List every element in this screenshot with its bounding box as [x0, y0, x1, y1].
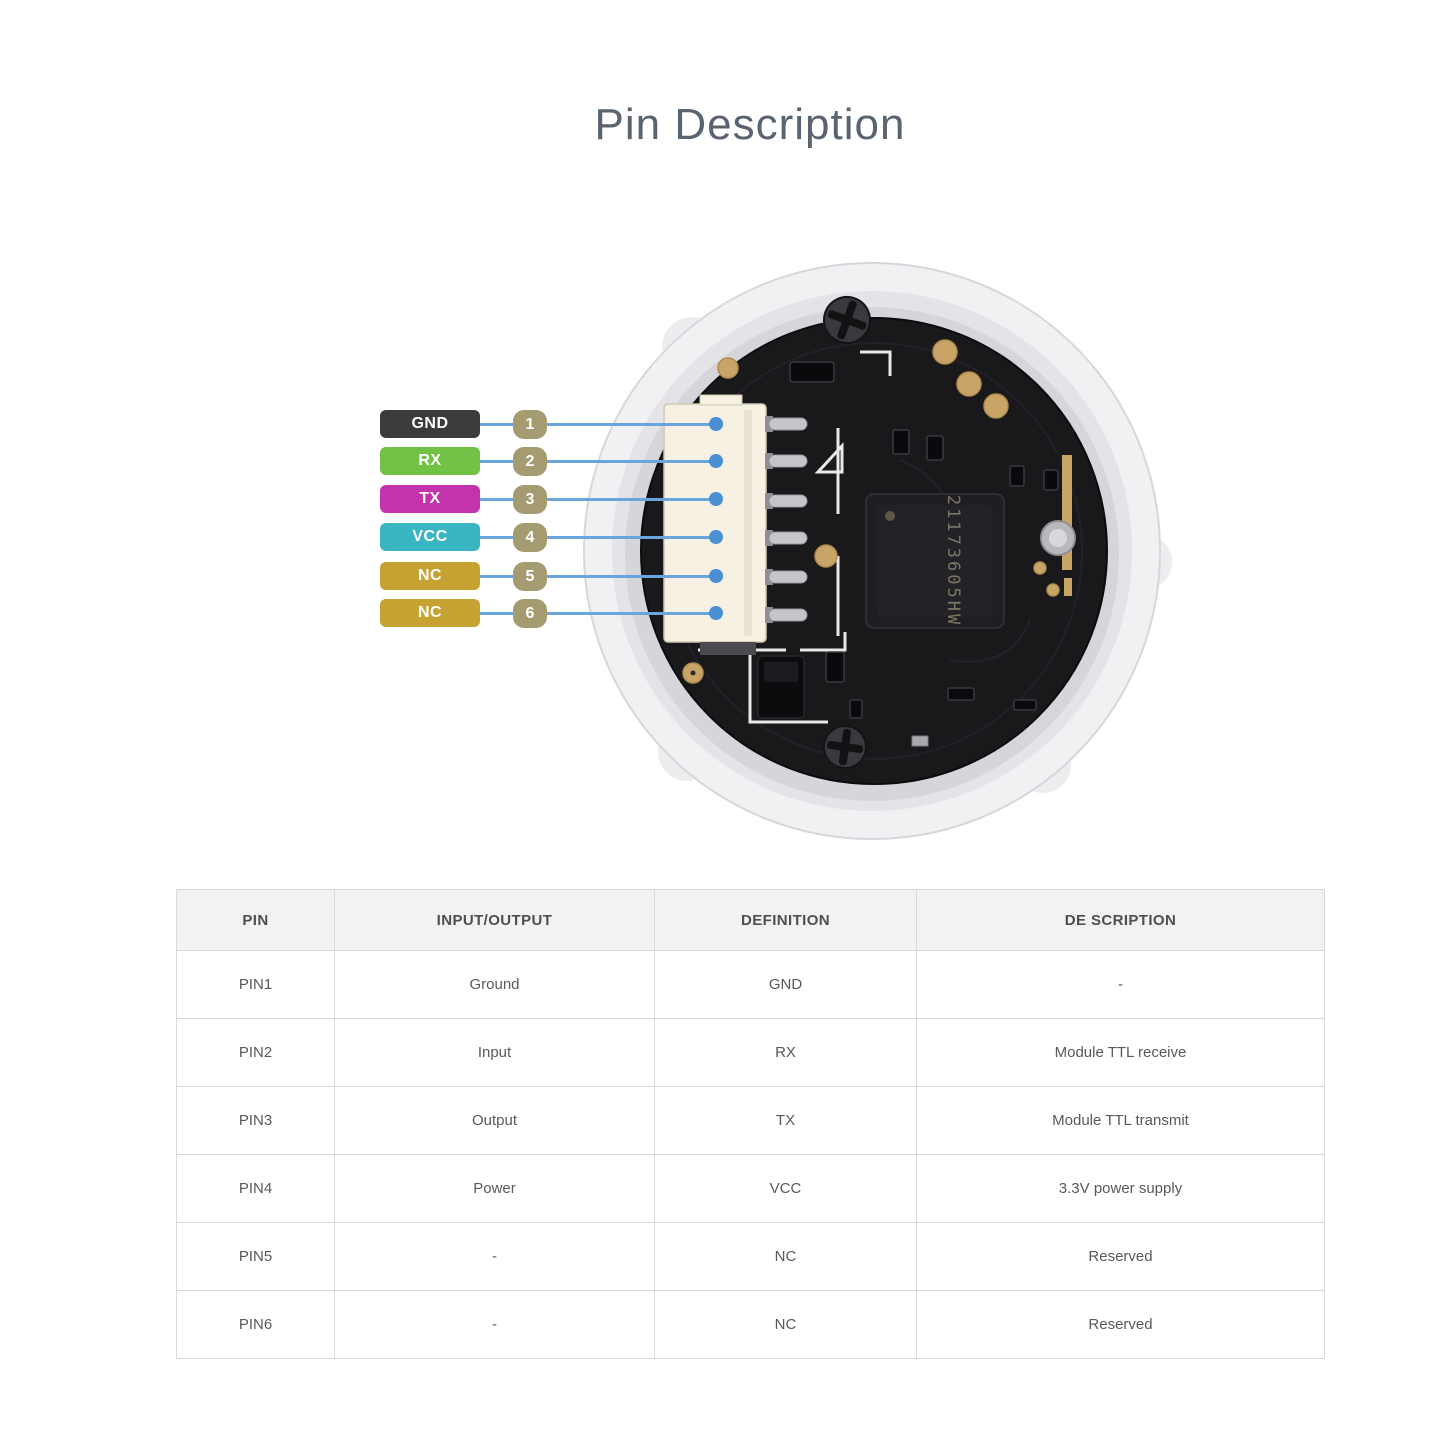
table-row-pin3: PIN3 Output TX Module TTL transmit	[176, 1086, 1325, 1155]
edge-contact-strip	[1062, 455, 1072, 596]
connector-top-tab	[699, 394, 743, 406]
chip-marking-text: 21173605HW	[943, 495, 963, 627]
cell-definition: RX	[654, 1018, 917, 1087]
pin-number-badge: 5	[513, 562, 547, 591]
pin-number-badge: 3	[513, 485, 547, 514]
cell-description: -	[916, 950, 1325, 1019]
pin-number-badge: 6	[513, 599, 547, 628]
cell-pin: PIN3	[176, 1086, 335, 1155]
cell-io: Input	[334, 1018, 655, 1087]
col-header-definition: DEFINITION	[654, 889, 917, 951]
table-row-pin1: PIN1 Ground GND -	[176, 950, 1325, 1019]
cell-description: Reserved	[916, 1222, 1325, 1291]
cell-description: Reserved	[916, 1290, 1325, 1359]
callout-line	[480, 536, 716, 539]
cell-definition: TX	[654, 1086, 917, 1155]
cell-pin: PIN2	[176, 1018, 335, 1087]
col-header-pin: PIN	[176, 889, 335, 951]
small-components	[789, 361, 1059, 719]
cell-pin: PIN6	[176, 1290, 335, 1359]
main-chip: 21173605HW	[865, 493, 1005, 629]
mounting-hole	[1040, 520, 1076, 556]
cell-description: Module TTL transmit	[916, 1086, 1325, 1155]
callout-dot	[709, 492, 723, 506]
connector-pins	[765, 416, 808, 623]
gold-pads	[682, 339, 1060, 684]
pin-number-badge: 2	[513, 447, 547, 476]
callout-line	[480, 575, 716, 578]
callout-line	[480, 498, 716, 501]
pin-label-badge-nc2: NC	[380, 599, 480, 627]
cell-pin: PIN4	[176, 1154, 335, 1223]
pin-label-badge-rx: RX	[380, 447, 480, 475]
cell-description: Module TTL receive	[916, 1018, 1325, 1087]
callout-dot	[709, 606, 723, 620]
silkscreen-triangle	[814, 442, 844, 474]
cell-pin: PIN1	[176, 950, 335, 1019]
pin-number-badge: 1	[513, 410, 547, 439]
pin-callout-3: TX 3	[0, 485, 760, 514]
cell-definition: VCC	[654, 1154, 917, 1223]
callout-line	[480, 423, 716, 426]
callout-dot	[709, 454, 723, 468]
pin-callout-5: NC 5	[0, 562, 760, 591]
connector-shade	[744, 410, 752, 636]
pin-callout-6: NC 6	[0, 599, 760, 628]
cell-io: Power	[334, 1154, 655, 1223]
gold-pad-center-dot	[690, 670, 696, 676]
connector-bottom-tab	[700, 642, 756, 655]
pin-callout-1: GND 1	[0, 410, 760, 439]
pin-label-badge-vcc: VCC	[380, 523, 480, 551]
pcb-module-image: 21173605HW	[583, 262, 1172, 840]
table-row-pin6: PIN6 - NC Reserved	[176, 1290, 1325, 1359]
page-title: Pin Description	[594, 100, 906, 149]
table-row-pin5: PIN5 - NC Reserved	[176, 1222, 1325, 1291]
pin-number-badge: 4	[513, 523, 547, 552]
title-wrap: Pin Description	[176, 100, 1324, 150]
pin-table: PIN INPUT/OUTPUT DEFINITION DE SCRIPTION…	[176, 889, 1325, 1359]
smd-metal-part	[911, 735, 929, 747]
cell-description: 3.3V power supply	[916, 1154, 1325, 1223]
callout-dot	[709, 569, 723, 583]
cell-io: -	[334, 1290, 655, 1359]
pin-label-badge-gnd: GND	[380, 410, 480, 438]
pin-label-badge-nc1: NC	[380, 562, 480, 590]
table-row-pin4: PIN4 Power VCC 3.3V power supply	[176, 1154, 1325, 1223]
cell-io: Ground	[334, 950, 655, 1019]
cell-definition: NC	[654, 1222, 917, 1291]
screw-bottom	[823, 725, 867, 769]
pin-label-badge-tx: TX	[380, 485, 480, 513]
pin-callout-2: RX 2	[0, 447, 760, 476]
pin-callout-4: VCC 4	[0, 523, 760, 552]
screw-top	[823, 296, 871, 344]
transistor	[757, 655, 805, 719]
callout-dot	[709, 530, 723, 544]
cell-pin: PIN5	[176, 1222, 335, 1291]
col-header-description: DE SCRIPTION	[916, 889, 1325, 951]
callout-dot	[709, 417, 723, 431]
table-header-row: PIN INPUT/OUTPUT DEFINITION DE SCRIPTION	[176, 889, 1325, 951]
cell-io: Output	[334, 1086, 655, 1155]
cell-definition: GND	[654, 950, 917, 1019]
cell-definition: NC	[654, 1290, 917, 1359]
cell-io: -	[334, 1222, 655, 1291]
col-header-input-output: INPUT/OUTPUT	[334, 889, 655, 951]
table-row-pin2: PIN2 Input RX Module TTL receive	[176, 1018, 1325, 1087]
callout-line	[480, 460, 716, 463]
callout-line	[480, 612, 716, 615]
